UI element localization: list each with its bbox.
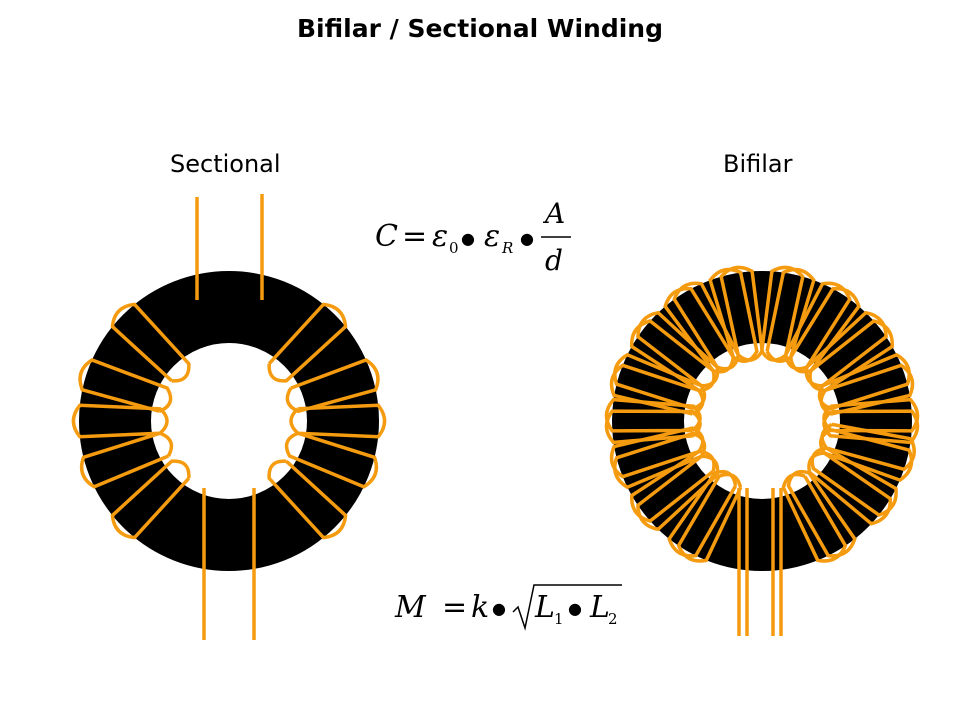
formula-c-bullet1: ● [461, 229, 475, 248]
formula-m-bullet2: ● [568, 599, 582, 618]
sectional-core [79, 271, 379, 571]
sectional-label: Sectional [170, 150, 281, 178]
bifilar-turn-b-16 [676, 472, 743, 563]
bifilar-windings [604, 265, 920, 636]
sectional-turn-left-2 [78, 358, 173, 413]
capacitance-formula: C = ε 0 ● ε R ● A d [375, 197, 571, 277]
mutual-inductance-formula: M = k ● L 1 ● L 2 [394, 584, 622, 631]
formula-m-L1: L [534, 590, 555, 625]
bifilar-turn-b-3 [820, 422, 916, 472]
bifilar-label: Bifilar [723, 150, 793, 178]
formula-c-epsilonR: ε [484, 219, 500, 254]
sectional-turn-left-3 [71, 403, 169, 439]
formula-m-bullet1: ● [492, 599, 506, 618]
bifilar-turn-b-13 [604, 409, 702, 445]
formula-m-symbol: M [394, 590, 427, 625]
sectional-turn-left-1 [110, 302, 191, 383]
formula-c-denominator: d [545, 244, 563, 277]
page-title: Bifilar / Sectional Winding [297, 14, 663, 43]
bifilar-turn-b-10 [663, 286, 736, 374]
formula-c-epsilon0: ε [432, 219, 448, 254]
formula-c-sub0: 0 [449, 239, 459, 257]
bifilar-turn-b-11 [630, 319, 716, 393]
bifilar-turn-b-4 [822, 397, 920, 433]
sectional-turn-right-5 [267, 459, 348, 540]
formula-m-L2: L [589, 590, 610, 625]
formula-m-sqrt-sign [512, 584, 622, 631]
sectional-turn-right-2 [285, 358, 380, 414]
bifilar-turn-b-6 [804, 310, 888, 388]
sectional-windings [71, 194, 387, 640]
formula-c-symbol: C [375, 219, 398, 254]
formula-m-sub1: 1 [554, 610, 564, 628]
sectional-toroid [71, 194, 387, 640]
formula-c-subR: R [501, 239, 513, 257]
formula-c-equals: = [402, 219, 427, 254]
formula-c-numerator: A [542, 197, 565, 230]
bifilar-turn-b-7 [783, 281, 852, 371]
formula-m-equals: = [442, 590, 467, 625]
formula-c-bullet2: ● [520, 229, 534, 248]
bifilar-turn-b-15 [636, 454, 720, 532]
formula-m-k: k [471, 590, 489, 625]
bifilar-turn-b-1 [786, 469, 857, 558]
formula-m-sub2: 2 [608, 610, 618, 628]
sectional-turn-left-4 [79, 431, 174, 489]
bifilar-toroid [604, 265, 920, 636]
bifilar-core [612, 271, 912, 571]
bifilar-turn-b-9 [708, 267, 759, 364]
sectional-turn-left-5 [110, 459, 191, 540]
bifilar-turn-b-12 [609, 363, 705, 416]
bifilar-turn-b-14 [613, 431, 707, 490]
sectional-turn-right-3 [289, 403, 387, 439]
bifilar-turn-b-5 [817, 352, 911, 411]
bifilar-turn-b-8 [760, 265, 805, 362]
bifilar-turn-b-2 [810, 446, 898, 517]
sectional-turn-right-1 [267, 302, 348, 383]
sectional-turn-right-4 [284, 431, 379, 489]
